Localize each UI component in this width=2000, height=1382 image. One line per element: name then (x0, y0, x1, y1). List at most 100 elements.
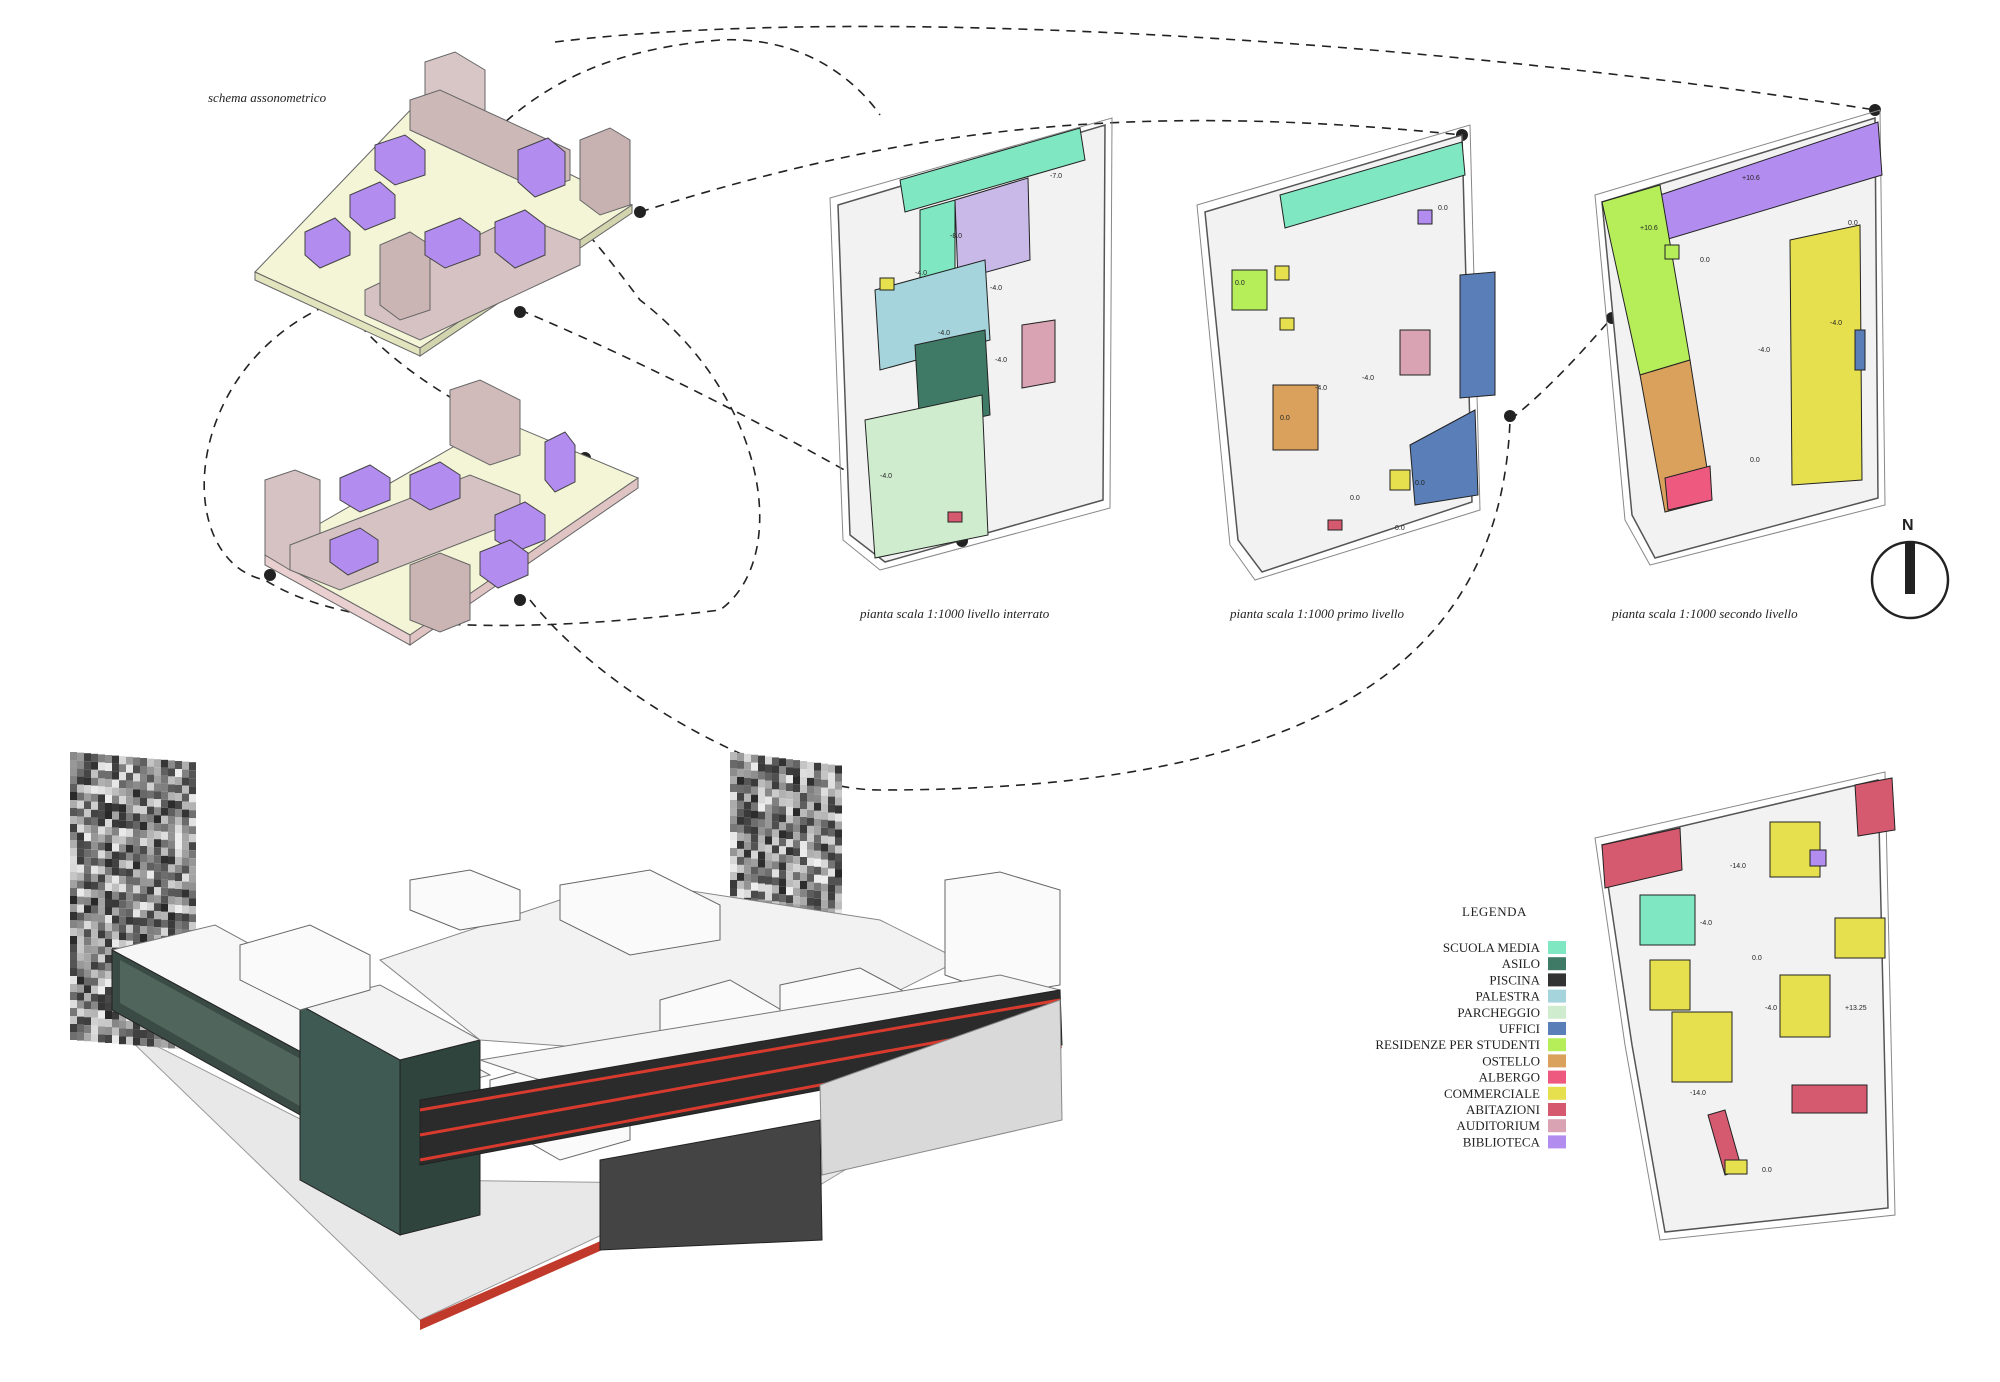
facade-pixel (112, 883, 119, 892)
facade-pixel (77, 928, 84, 937)
facade-pixel (189, 810, 196, 819)
facade-pixel (119, 772, 126, 781)
facade-pixel (119, 1028, 126, 1037)
facade-pixel (751, 754, 758, 763)
facade-pixel (105, 771, 112, 779)
dot-axo-7 (514, 594, 526, 606)
curve-first-to-second (1509, 317, 1613, 421)
facade-pixel (98, 826, 105, 835)
facade-pixel (112, 867, 119, 876)
facade-pixel (70, 872, 77, 880)
facade-pixel (765, 884, 772, 893)
caption-second-plan: pianta scala 1:1000 secondo livello (1611, 606, 1798, 621)
facade-pixel (98, 754, 105, 763)
facade-pixel (119, 844, 126, 853)
facade-pixel (182, 857, 189, 866)
facade-pixel (105, 835, 112, 843)
facade-pixel (744, 769, 751, 778)
facade-pixel (133, 845, 140, 854)
facade-pixel (786, 791, 793, 800)
facade-pixel (133, 853, 140, 862)
facade-pixel (70, 944, 77, 952)
facade-pixel (835, 869, 842, 878)
facade-pixel (807, 833, 814, 842)
facade-pixel (793, 880, 800, 889)
facade-pixel (70, 968, 77, 976)
facade-pixel (800, 889, 807, 897)
facade-pixel (800, 841, 807, 849)
facade-pixel (800, 801, 807, 809)
facade-pixel (84, 761, 91, 770)
facade-pixel (779, 798, 786, 807)
facade-pixel (112, 915, 119, 924)
facade-pixel (758, 811, 765, 820)
legend-swatch (1548, 1054, 1566, 1068)
facade-pixel (793, 896, 800, 905)
facade-pixel (807, 769, 814, 778)
facade-pixel (77, 792, 84, 801)
facade-pixel (744, 809, 751, 818)
facade-pixel (112, 875, 119, 884)
facade-pixel (807, 873, 814, 882)
facade-pixel (84, 817, 91, 826)
facade-pixel (772, 781, 779, 790)
facade-pixel (744, 865, 751, 874)
facade-pixel (154, 871, 161, 880)
facade-pixel (119, 1020, 126, 1029)
facade-pixel (161, 799, 168, 808)
facade-pixel (84, 1025, 91, 1034)
facade-pixel (814, 890, 821, 899)
facade-pixel (84, 905, 91, 914)
facade-pixel (786, 759, 793, 768)
facade-pixel (105, 1011, 112, 1019)
facade-pixel (119, 884, 126, 893)
dot-axo-4 (514, 306, 526, 318)
facade-pixel (91, 905, 98, 914)
facade-pixel (737, 760, 744, 769)
facade-pixel (91, 857, 98, 866)
facade-pixel (98, 938, 105, 947)
facade-pixel (189, 850, 196, 859)
axo-top-block-6 (517, 137, 566, 198)
facade-pixel (98, 890, 105, 899)
facade-pixel (779, 822, 786, 831)
facade-pixel (828, 844, 835, 853)
facade-pixel (133, 837, 140, 846)
facade-pixel (140, 934, 147, 942)
tag-basement-4: -4.0 (995, 357, 1007, 364)
facade-pixel (154, 807, 161, 816)
facade-pixel (744, 825, 751, 834)
facade-pixel (807, 793, 814, 802)
model-wing-right-end (819, 999, 1063, 1176)
legend-label: BIBLIOTECA (1463, 1134, 1541, 1149)
facade-pixel (182, 817, 189, 826)
facade-pixel (786, 823, 793, 832)
facade-pixel (91, 961, 98, 970)
facade-pixel (84, 1009, 91, 1018)
axo-lower-block-3 (544, 431, 576, 493)
facade-pixel (105, 811, 112, 819)
facade-pixel (189, 802, 196, 811)
facade-pixel (91, 825, 98, 834)
facade-pixel (161, 759, 168, 768)
facade-pixel (77, 992, 84, 1001)
facade-pixel (91, 1001, 98, 1010)
facade-pixel (119, 796, 126, 805)
facade-pixel (112, 907, 119, 916)
facade-pixel (758, 835, 765, 844)
facade-pixel (821, 827, 828, 836)
facade-pixel (807, 809, 814, 818)
facade-pixel (84, 961, 91, 970)
facade-pixel (828, 780, 835, 789)
facade-pixel (154, 855, 161, 864)
facade-pixel (182, 785, 189, 794)
facade-pixel (751, 762, 758, 771)
facade-pixel (70, 808, 77, 816)
legend-label: OSTELLO (1482, 1053, 1540, 1068)
facade-pixel (105, 987, 112, 995)
facade-pixel (91, 913, 98, 922)
facade-pixel (105, 907, 112, 915)
facade-pixel (828, 852, 835, 861)
facade-pixel (779, 870, 786, 879)
legend-swatch (1548, 1119, 1566, 1133)
